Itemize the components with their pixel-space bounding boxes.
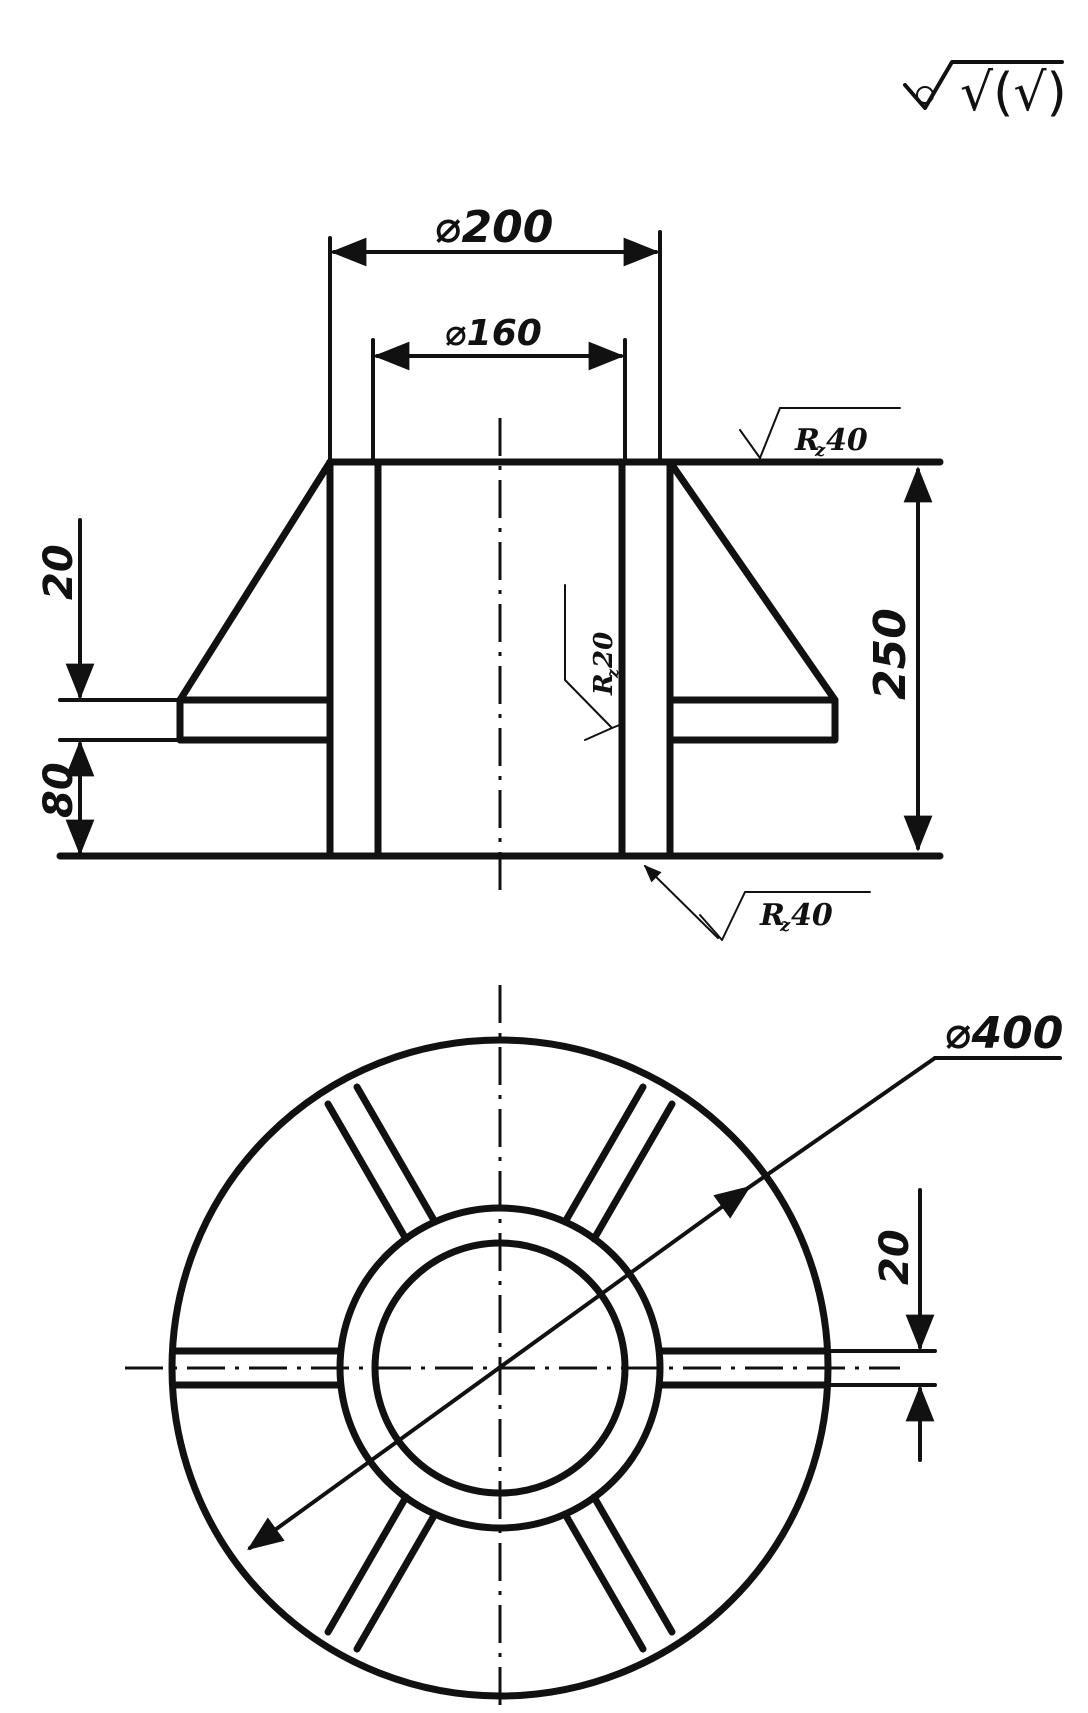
roughness-top-symbol: R z 40 [739, 407, 901, 461]
svg-text:R: R [794, 423, 820, 458]
right-flange-section [666, 696, 839, 744]
svg-text:z: z [814, 440, 826, 461]
dim-text-250: 250 [865, 608, 916, 700]
dim-text-80: 80 [36, 762, 82, 818]
dim-text-20-rib: 20 [872, 1229, 918, 1285]
top-view: ⌀400 20 [125, 985, 1063, 1713]
dim-text-160: ⌀160 [445, 313, 542, 354]
left-rib-edge [176, 458, 334, 704]
front-view-section: R z 40 R z 40 R z 20 ⌀200 ⌀160 250 20 80 [36, 202, 944, 941]
svg-text:z: z [603, 668, 622, 679]
svg-text:20: 20 [589, 632, 619, 669]
left-flange-section [176, 696, 334, 744]
right-wall-section [618, 458, 674, 860]
left-wall-section [326, 458, 382, 860]
svg-text:40: 40 [791, 898, 833, 933]
roughness-bore-symbol: R z 20 [564, 584, 623, 741]
dim-text-20-flange: 20 [36, 544, 82, 600]
roughness-bottom-symbol: R z 40 [643, 864, 871, 941]
general-roughness-label: √(√) [960, 63, 1067, 123]
svg-text:z: z [779, 915, 791, 936]
svg-text:40: 40 [826, 423, 868, 458]
general-roughness-symbol: √(√) [903, 60, 1067, 123]
right-rib-edge [666, 458, 839, 704]
dim-text-200: ⌀200 [435, 202, 553, 253]
dim-line-400 [247, 1185, 751, 1551]
dim-text-400: ⌀400 [945, 1008, 1063, 1059]
svg-text:R: R [589, 673, 619, 696]
outer-base-circle [168, 1036, 832, 1700]
svg-text:R: R [759, 898, 785, 933]
